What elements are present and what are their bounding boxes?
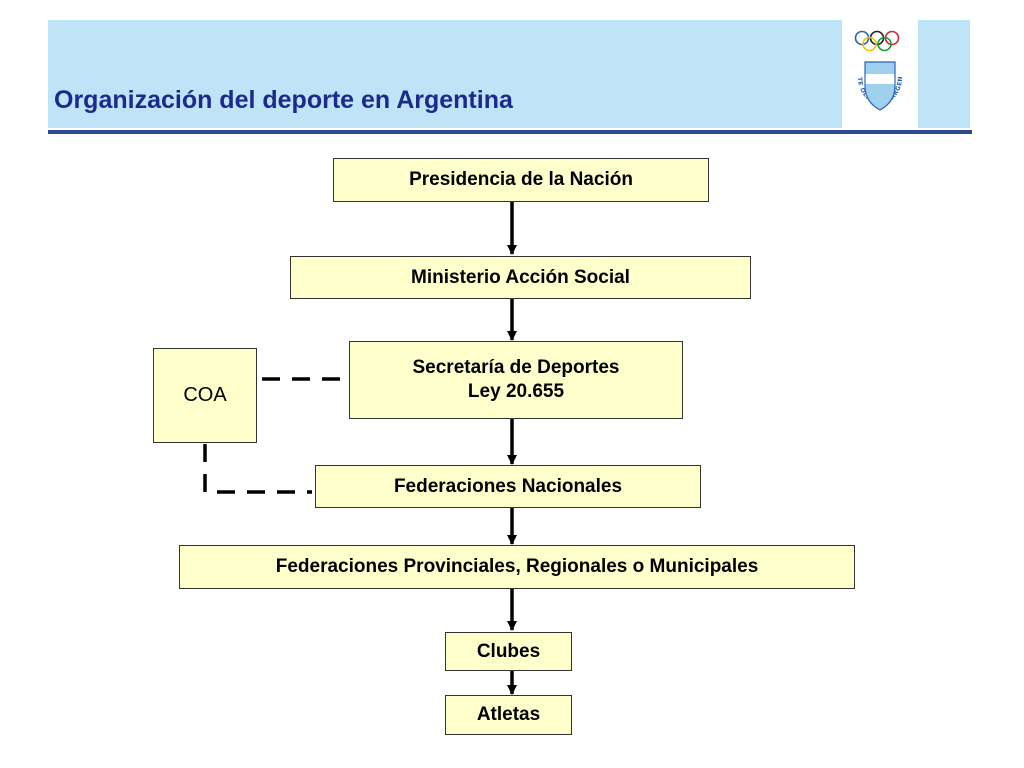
node-clubes-label: Clubes [476,640,541,662]
olympic-rings-emblem-icon: COMITE OLIMPICO ARGENTINO [839,15,904,111]
node-clubes: Clubes [445,632,572,671]
node-federaciones-provinciales: Federaciones Provinciales, Regionales o … [179,545,855,589]
node-coa-label: COA [183,384,227,406]
header-divider [48,130,972,134]
node-secretaria: Secretaría de Deportes Ley 20.655 [349,341,683,419]
header-band [48,20,970,128]
node-federaciones-nacionales: Federaciones Nacionales [315,465,701,508]
node-presidencia-label: Presidencia de la Nación [409,169,633,191]
node-federaciones-provinciales-label: Federaciones Provinciales, Regionales o … [275,556,759,578]
node-coa: COA [153,348,257,443]
node-secretaria-law: Ley 20.655 [467,381,565,402]
dashed-link-coa-federaciones [203,444,312,494]
node-federaciones-nacionales-label: Federaciones Nacionales [393,475,623,497]
olympic-committee-logo: COMITE OLIMPICO ARGENTINO [839,15,918,128]
page-title: Organización del deporte en Argentina [54,86,513,114]
node-atletas-label: Atletas [476,704,541,726]
node-secretaria-label: Secretaría de Deportes [412,357,620,379]
node-ministerio-label: Ministerio Acción Social [411,266,630,288]
node-atletas: Atletas [445,695,572,735]
node-ministerio: Ministerio Acción Social [290,256,751,299]
node-presidencia: Presidencia de la Nación [333,158,709,202]
